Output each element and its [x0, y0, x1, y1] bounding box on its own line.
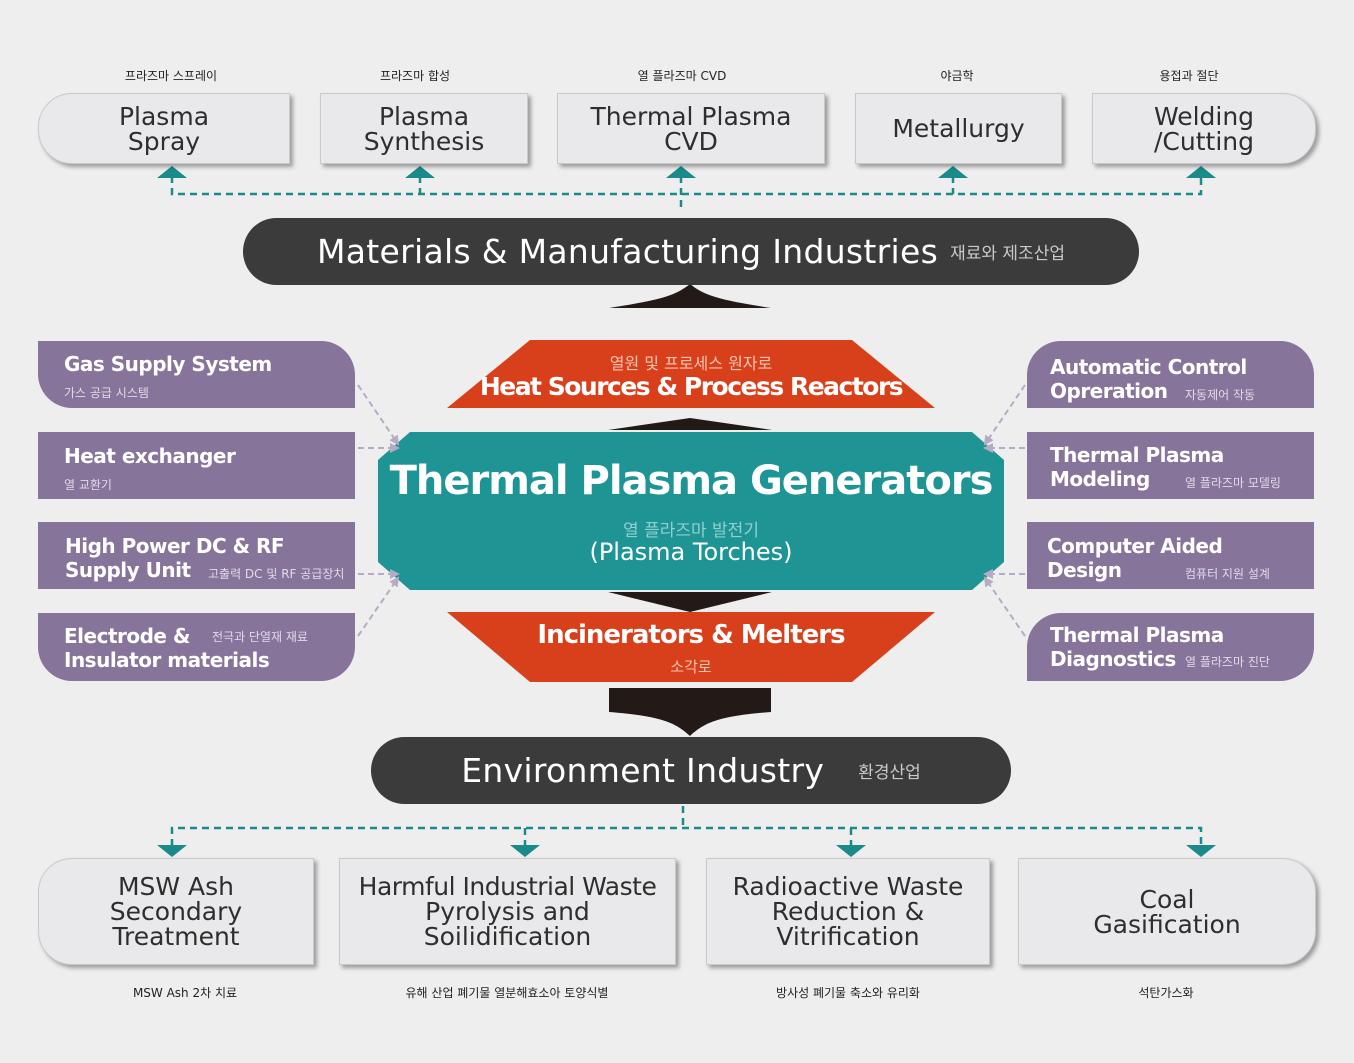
plasma-modeling-title2: Modeling: [1050, 467, 1150, 491]
computer-aided-design-box: Computer Aided Design 컴퓨터 지원 설계: [1027, 522, 1314, 589]
msw-ash-line1: MSW Ash: [117, 872, 235, 901]
incinerators-shape: [447, 612, 935, 682]
bottom-label-ko-4: 석탄가스화: [1138, 986, 1194, 1000]
plasma-modeling-ko: 열 플라즈마 모델링: [1185, 476, 1281, 490]
cad-title2: Design: [1047, 558, 1122, 582]
up-arrow: [609, 284, 771, 308]
top-arrowheads: [157, 166, 1216, 178]
gas-supply-box: Gas Supply System 가스 공급 시스템: [38, 341, 355, 408]
electrode-box: Electrode & Insulator materials 전극과 단열재 …: [38, 613, 355, 681]
generators-shape: [378, 432, 1004, 590]
coal-line1: Coal: [1139, 884, 1195, 914]
msw-ash-line2: Secondary: [109, 897, 243, 926]
bottom-arrowheads: [157, 845, 1216, 857]
generators-label: Thermal Plasma Generators 열 플라즈마 발전기 (Pl…: [378, 432, 1004, 590]
plasma-synthesis-line2: Synthesis: [363, 126, 485, 156]
bottom-label-ko-1: MSW Ash 2차 치료: [132, 986, 238, 1000]
plasma-modeling-box: Thermal Plasma Modeling 열 플라즈마 모델링: [1027, 432, 1314, 499]
top-label-ko-3: 열 플라즈마 CVD: [637, 69, 727, 83]
coal-line2: Gasification: [1093, 909, 1241, 939]
environment-industry-title: Environment Industry: [461, 751, 825, 790]
environment-industry-ko: 환경산업: [858, 763, 921, 783]
welding-line2: /Cutting: [1154, 126, 1254, 156]
dc-rf-supply-title2: Supply Unit: [65, 558, 191, 582]
electrode-title1: Electrode &: [64, 624, 190, 648]
heat-exchanger-title: Heat exchanger: [64, 444, 236, 468]
plasma-modeling-title1: Thermal Plasma: [1050, 443, 1224, 467]
heat-sources-en: Heat Sources & Process Reactors: [479, 372, 904, 401]
generators-sub: (Plasma Torches): [589, 538, 793, 566]
thermal-plasma-cvd-line2: CVD: [664, 126, 718, 156]
plasma-spray-line1: Plasma: [118, 101, 210, 131]
harmful-waste-line1: Harmful Industrial Waste: [358, 872, 657, 901]
electrode-title2: Insulator materials: [64, 648, 270, 672]
plasma-spray-line2: Spray: [127, 126, 201, 156]
automatic-control-title1: Automatic Control: [1050, 355, 1247, 379]
dc-rf-supply-box: High Power DC & RF Supply Unit 고출력 DC 및 …: [38, 522, 355, 589]
gas-supply-title: Gas Supply System: [64, 352, 272, 376]
heat-exchanger-ko: 열 교환기: [64, 478, 112, 492]
incinerators-en: Incinerators & Melters: [537, 620, 845, 650]
environment-industry-bar: Environment Industry 환경산업: [371, 737, 1011, 804]
incinerators-ko: 소각로: [670, 658, 712, 676]
radioactive-line3: Vitrification: [776, 922, 920, 951]
bottom-label-ko-3: 방사성 폐기물 축소와 유리화: [776, 986, 920, 1000]
cad-ko: 컴퓨터 지원 설계: [1185, 567, 1270, 581]
generators-title: Thermal Plasma Generators: [389, 458, 994, 504]
metallurgy-box: Metallurgy: [855, 93, 1062, 164]
top-label-ko-5: 용접과 절단: [1159, 69, 1219, 83]
materials-industries-title: Materials & Manufacturing Industries: [317, 232, 939, 271]
automatic-control-ko: 자동제어 작동: [1185, 388, 1256, 402]
automatic-control-title2: Opreration: [1050, 379, 1168, 403]
bottom-label-ko-2: 유해 산업 폐기물 열분해효소아 토양식별: [405, 986, 609, 1000]
materials-industries-bar: Materials & Manufacturing Industries 재료와…: [243, 218, 1139, 285]
down-arrow: [609, 688, 771, 736]
automatic-control-box: Automatic Control Opreration 자동제어 작동: [1027, 341, 1314, 408]
top-connectors: [170, 176, 1203, 212]
msw-ash-line3: Treatment: [112, 922, 240, 951]
radioactive-line1: Radioactive Waste: [732, 872, 964, 901]
gas-supply-ko: 가스 공급 시스템: [64, 386, 149, 400]
harmful-waste-line3: Soilidification: [423, 922, 592, 951]
plasma-diagnostics-title2: Diagnostics: [1050, 647, 1176, 671]
materials-industries-ko: 재료와 제조산업: [950, 244, 1065, 264]
top-label-ko-4: 야금학: [940, 69, 974, 83]
dc-rf-supply-ko: 고출력 DC 및 RF 공급장치: [208, 567, 345, 581]
welding-cutting-box: Welding/Cutting: [1092, 93, 1316, 164]
harmful-waste-line2: Pyrolysis and: [425, 897, 590, 926]
electrode-ko: 전극과 단열재 재료: [212, 630, 308, 644]
heat-sources-ko: 열원 및 프로세스 원자로: [609, 354, 773, 373]
top-label-ko-1: 프라즈마 스프레이: [124, 69, 218, 83]
incinerators-label: Incinerators & Melters 소각로: [447, 620, 935, 680]
left-feed-arrows: [357, 384, 400, 637]
thermal-plasma-cvd-line1: Thermal Plasma: [590, 101, 792, 131]
plasma-diagnostics-box: Thermal Plasma Diagnostics 열 플라즈마 진단: [1027, 613, 1314, 681]
heat-exchanger-box: Heat exchanger 열 교환기: [38, 432, 355, 499]
generators-ko: 열 플라즈마 발전기: [623, 521, 759, 541]
plasma-diagnostics-ko: 열 플라즈마 진단: [1185, 655, 1270, 669]
heat-sources-shape: [447, 340, 935, 408]
right-feed-arrows: [983, 384, 1026, 637]
plasma-diagnostics-title1: Thermal Plasma: [1050, 623, 1224, 647]
radioactive-line2: Reduction &: [771, 897, 925, 926]
cad-title1: Computer Aided: [1047, 534, 1223, 558]
heat-sources-label: 열원 및 프로세스 원자로 Heat Sources & Process Rea…: [447, 348, 935, 408]
welding-line1: Welding: [1153, 101, 1255, 131]
plasma-synthesis-line1: Plasma: [378, 101, 470, 131]
top-label-ko-2: 프라즈마 합성: [379, 69, 451, 83]
bottom-connectors: [170, 806, 1203, 846]
dc-rf-supply-title1: High Power DC & RF: [65, 534, 285, 558]
metallurgy-label: Metallurgy: [892, 114, 1025, 143]
